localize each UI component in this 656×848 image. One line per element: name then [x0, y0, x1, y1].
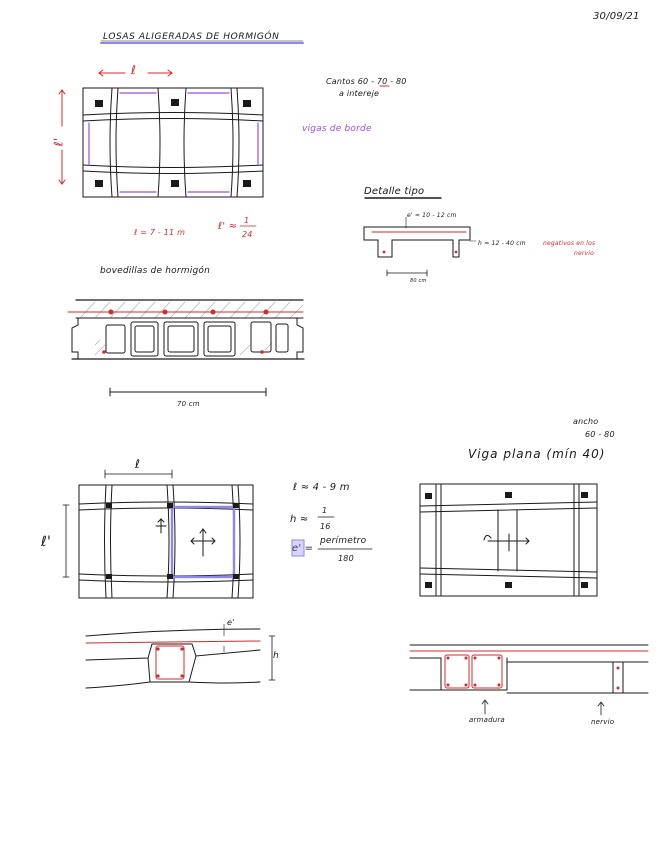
plan-2	[62, 469, 254, 599]
edge-beams	[88, 92, 259, 193]
vigas-borde-label: vigas de borde	[302, 124, 372, 134]
plan-1	[82, 87, 264, 198]
l-range-label: ℓ = 7 - 11 m	[134, 228, 186, 237]
armadura-label: armadura	[469, 716, 505, 724]
sec2-h-lhs: h ≈	[290, 514, 309, 525]
sec2-h-num: 1	[322, 506, 328, 515]
bovedillas-hatch	[79, 301, 304, 356]
viga-bars	[446, 656, 620, 690]
viga-section	[409, 644, 649, 716]
sec2-e-den: 180	[338, 554, 354, 563]
section-2	[85, 623, 276, 689]
nervio-label: nervio	[591, 718, 615, 726]
sec2-l-prime-label: ℓ'	[41, 534, 52, 550]
sec2-e-num: perímetro	[320, 536, 367, 546]
dim-arrows-1	[58, 69, 173, 185]
sec2-l-range: ℓ ≈ 4 - 9 m	[293, 482, 350, 493]
intereje-label: a intereje	[339, 89, 380, 98]
detalle-section	[363, 197, 477, 277]
bovedillas-title: bovedillas de hormigón	[100, 266, 210, 276]
viga-ancho: ancho	[573, 417, 599, 426]
ratio-den: 24	[242, 230, 253, 239]
section-h-mark: h	[273, 651, 279, 661]
page-title: LOSAS ALIGERADAS DE HORMIGÓN	[103, 32, 280, 42]
refuerzo-label-2: nervio	[574, 250, 595, 257]
bovedillas-section	[67, 299, 305, 397]
viga-columns	[425, 492, 588, 588]
detalle-h-label: h ≈ 12 - 40 cm	[478, 240, 526, 247]
viga-ancho-range: 60 - 80	[585, 430, 615, 439]
bovedillas-dim: 70 cm	[177, 400, 200, 408]
sec2-e-lhs: e' =	[292, 543, 314, 554]
ratio-lhs: ℓ' ≈	[218, 221, 238, 232]
bovedillas-bars	[102, 309, 269, 354]
cantos-label: Cantos 60 - 70 - 80	[326, 77, 407, 86]
viga-title: Viga plana (mín 40)	[468, 447, 606, 461]
detalle-width-label: 80 cm	[410, 278, 427, 284]
ratio-num: 1	[244, 216, 250, 225]
refuerzo-label-1: negativos en los	[543, 240, 596, 247]
section-2-bars	[156, 647, 184, 678]
plan-1-columns	[95, 99, 251, 187]
detalle-bars	[382, 250, 458, 254]
plan-2-columns	[106, 503, 239, 579]
sec2-h-den: 16	[320, 522, 331, 531]
detalle-e-label: e' ≈ 10 - 12 cm	[407, 212, 457, 219]
e-highlight	[291, 539, 305, 557]
section-e-mark: e'	[227, 618, 235, 627]
viga-plan	[419, 483, 598, 597]
date-label: 30/09/21	[593, 11, 640, 22]
detalle-title: Detalle tipo	[364, 186, 425, 197]
sec2-l-label: ℓ	[135, 457, 141, 471]
span-l-label: ℓ	[131, 63, 137, 77]
